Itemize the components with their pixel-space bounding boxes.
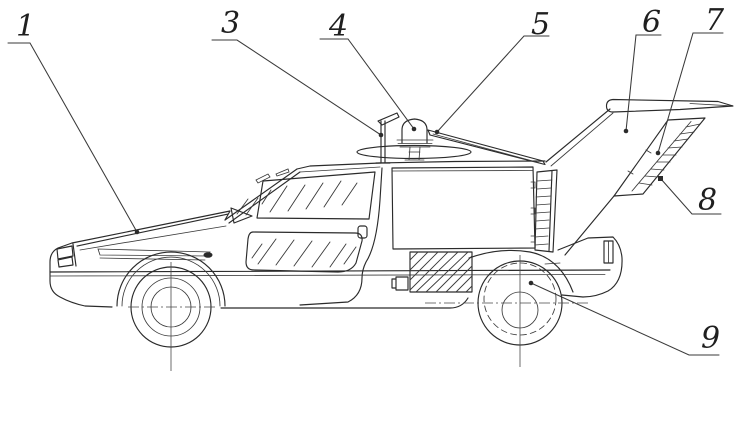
callout-7-leader: [657, 32, 724, 154]
callout-4-leader: [319, 38, 415, 130]
callout-5-leader: [436, 35, 550, 133]
blade-inner-line: [432, 133, 541, 164]
fender-vent-lower: [99, 257, 206, 261]
callout-1-label: 1: [16, 9, 35, 44]
front-bumper: [49, 242, 113, 308]
callout-8-leader: [660, 178, 722, 215]
callouts: 1 3 4 5 6 7 8 9: [7, 3, 725, 356]
rotor-assembly: [356, 112, 546, 166]
callout-5-dot: [434, 129, 440, 135]
nose-seam: [72, 243, 77, 267]
callout-3-leader: [211, 39, 382, 136]
engine-box-hatching: [409, 251, 473, 293]
tail-boom-edge-outer: [545, 108, 611, 163]
hub-skirt-flanges: [396, 139, 434, 148]
callout-6-leader: [625, 34, 662, 132]
front-wheel-arch-inner: [121, 256, 221, 307]
grille-notches: [530, 181, 536, 243]
cargo-box: [391, 166, 536, 250]
callout-1-leader: [7, 42, 138, 233]
cargo-box-outline: [391, 166, 536, 250]
lower-side-window: [245, 231, 363, 273]
underbody-engine-box: [391, 251, 473, 293]
tail-assembly: [545, 98, 734, 256]
callout-9-label: 9: [701, 321, 720, 356]
callout-8-square-dot: [658, 176, 663, 181]
cargo-box-top-inner: [391, 170, 534, 172]
folded-rotor-blade: [427, 129, 546, 166]
callout-9-dot: [528, 280, 534, 286]
rear-wheel-arch: [468, 249, 574, 293]
upper-side-window: [256, 171, 376, 220]
rear-body: [544, 236, 623, 298]
callout-4-label: 4: [328, 9, 348, 44]
horizontal-stabilizer: [605, 98, 734, 113]
fin-edge-notches: [627, 149, 652, 175]
roof-rail-mounts: [255, 168, 290, 184]
rear-wheel: [425, 249, 588, 367]
callout-8-label: 8: [698, 183, 717, 218]
front-wheel: [116, 251, 226, 371]
callout-3-label: 3: [221, 6, 240, 41]
folded-rotor-disc: [356, 144, 472, 160]
windshield-glass-hatch: [236, 197, 259, 216]
rear-tire-phantom-dashed: [483, 262, 557, 336]
engine-box-outline: [409, 251, 473, 293]
rotor-mast: [375, 120, 391, 164]
tail-fin: [613, 117, 706, 197]
mast-top-bracket: [377, 112, 400, 126]
door-handle: [357, 225, 368, 239]
hub-stem: [404, 146, 425, 161]
roof-inner-line: [299, 166, 381, 173]
callout-9-leader: [530, 282, 720, 356]
beltline-upper: [49, 269, 611, 273]
callout-5-label: 5: [531, 7, 550, 42]
callout-3-dot: [378, 132, 384, 138]
wing-mirror: [230, 207, 253, 224]
car-body-outline: [49, 160, 611, 309]
fuel-cap: [203, 252, 213, 258]
grille-rails: [534, 169, 558, 253]
rear-ladder-grille: [530, 169, 558, 253]
lower-window-glass-hatch: [251, 238, 357, 268]
rotor-hub-dome: [401, 118, 428, 144]
upper-window-glass-hatch: [261, 180, 358, 213]
beltline-lower: [49, 274, 606, 277]
tail-boom-edge-inner: [550, 112, 614, 167]
rear-body-outline: [557, 236, 623, 298]
front-wheel-arch-outer: [116, 251, 226, 307]
tail-support-strut: [564, 195, 615, 256]
fender-seam: [79, 225, 227, 251]
door-rear-edge: [299, 167, 383, 306]
callout-7-dot: [655, 150, 661, 156]
callout-1-dot: [134, 229, 140, 235]
callout-4-dot: [411, 126, 417, 132]
control-rod-clevis: [391, 276, 409, 291]
callout-7-label: 7: [705, 3, 725, 38]
callout-6-label: 6: [642, 5, 661, 40]
hood-top-line: [71, 210, 231, 244]
rear-deck-lower-line: [544, 262, 561, 265]
grille-rungs: [534, 179, 553, 246]
headlight: [56, 245, 74, 260]
a-pillar-inner: [228, 171, 301, 224]
stabilizer-inner-line: [689, 103, 731, 107]
cowl-line: [224, 210, 231, 221]
cabin-windows: [245, 171, 376, 273]
fin-strip-rungs: [638, 123, 701, 186]
turn-signal: [57, 256, 74, 268]
callout-6-dot: [623, 128, 629, 134]
rocker-line: [220, 297, 469, 309]
hood-edge-line: [76, 213, 229, 247]
fin-strip-inner-edge: [631, 121, 692, 192]
